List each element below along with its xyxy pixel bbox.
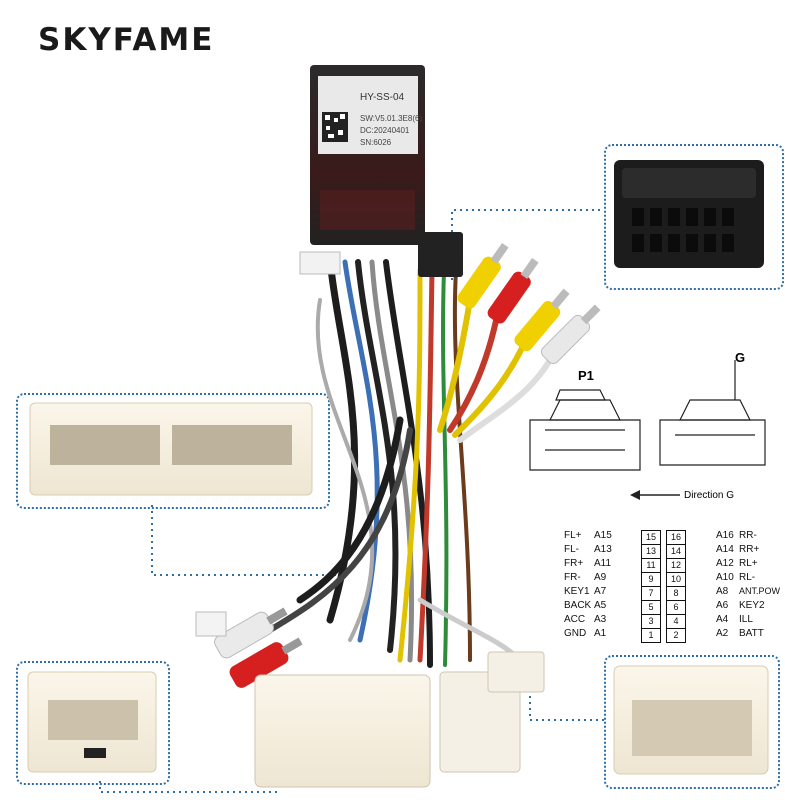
p1-drawing [529,389,641,471]
leader-lines [99,209,604,793]
pin-label-left: GND [564,628,587,639]
pin-label-left: FR+ [564,558,584,569]
pin-code-left: A1 [594,628,607,639]
iso-connector-black [418,232,463,277]
pin-num-right: 4 [666,614,686,629]
g-title: G [735,350,746,365]
pin-num-left: 9 [641,572,661,587]
pin-code-right: A12 [716,558,734,569]
pin-label-left: FL+ [564,530,582,541]
canbus-decoder-box [310,65,425,245]
pin-code-left: A5 [594,600,607,611]
pin-num-left: 13 [641,544,661,559]
rca-plugs-top [457,242,601,364]
pin-num-left: 15 [641,530,661,545]
cream-connector-small [27,671,157,773]
pin-num-right: 12 [666,558,686,573]
pin-label-left: ACC [564,614,586,625]
pin-num-left: 5 [641,600,661,615]
pin-code-left: A9 [594,572,607,583]
g-drawing [659,360,766,466]
pin-num-left: 3 [641,614,661,629]
pin-label-right: ANT.POW [739,586,781,596]
pin-code-right: A8 [716,586,729,597]
pin-code-right: A14 [716,544,734,555]
pin-code-left: A13 [594,544,612,555]
cream-connector-large [29,402,313,496]
brand-logo: SKYFAME [38,22,215,58]
pin-label-right: ILL [739,614,753,625]
pin-code-right: A10 [716,572,734,583]
pin-label-left: BACK [564,600,592,611]
pin-label-right: RR- [739,530,757,541]
pin-code-left: A7 [594,586,607,597]
pin-label-right: RL+ [739,558,758,569]
p1-title: P1 [578,368,594,383]
direction-arrow [630,490,680,500]
pin-num-right: 10 [666,572,686,587]
pin-num-right: 16 [666,530,686,545]
box-model-label: HY-SS-04 [360,92,405,103]
pin-num-right: 2 [666,628,686,643]
wire-bundle [267,256,563,668]
pin-code-right: A4 [716,614,729,625]
pin-num-right: 14 [666,544,686,559]
cream-connector-right [613,665,769,775]
pin-code-left: A15 [594,530,612,541]
pin-label-left: KEY1 [564,586,590,597]
pin-code-left: A11 [594,558,612,569]
rca-plugs-bottom [195,607,303,688]
pin-num-right: 6 [666,600,686,615]
box-label-line4: SN:6026 [360,138,392,147]
pin-code-right: A2 [716,628,729,639]
pin-code-left: A3 [594,614,607,625]
direction-label: Direction G [684,490,735,501]
black-connector-photo [614,160,764,268]
pin-label-left: FR- [564,572,581,583]
box-label-line2: SW:V5.01.3E8(6) [360,114,423,123]
pin-num-left: 1 [641,628,661,643]
pin-num-right: 8 [666,586,686,601]
pin-code-right: A16 [716,530,734,541]
pin-label-left: FL- [564,544,579,555]
box-label-line3: DC:20240401 [360,126,410,135]
pin-num-left: 7 [641,586,661,601]
pin-num-left: 11 [641,558,661,573]
bottom-connectors [254,651,545,788]
pin-label-right: BATT [739,628,764,639]
pin-code-right: A6 [716,600,729,611]
pin-label-right: RR+ [739,544,760,555]
pin-label-right: RL- [739,572,756,583]
pin-label-right: KEY2 [739,600,765,611]
